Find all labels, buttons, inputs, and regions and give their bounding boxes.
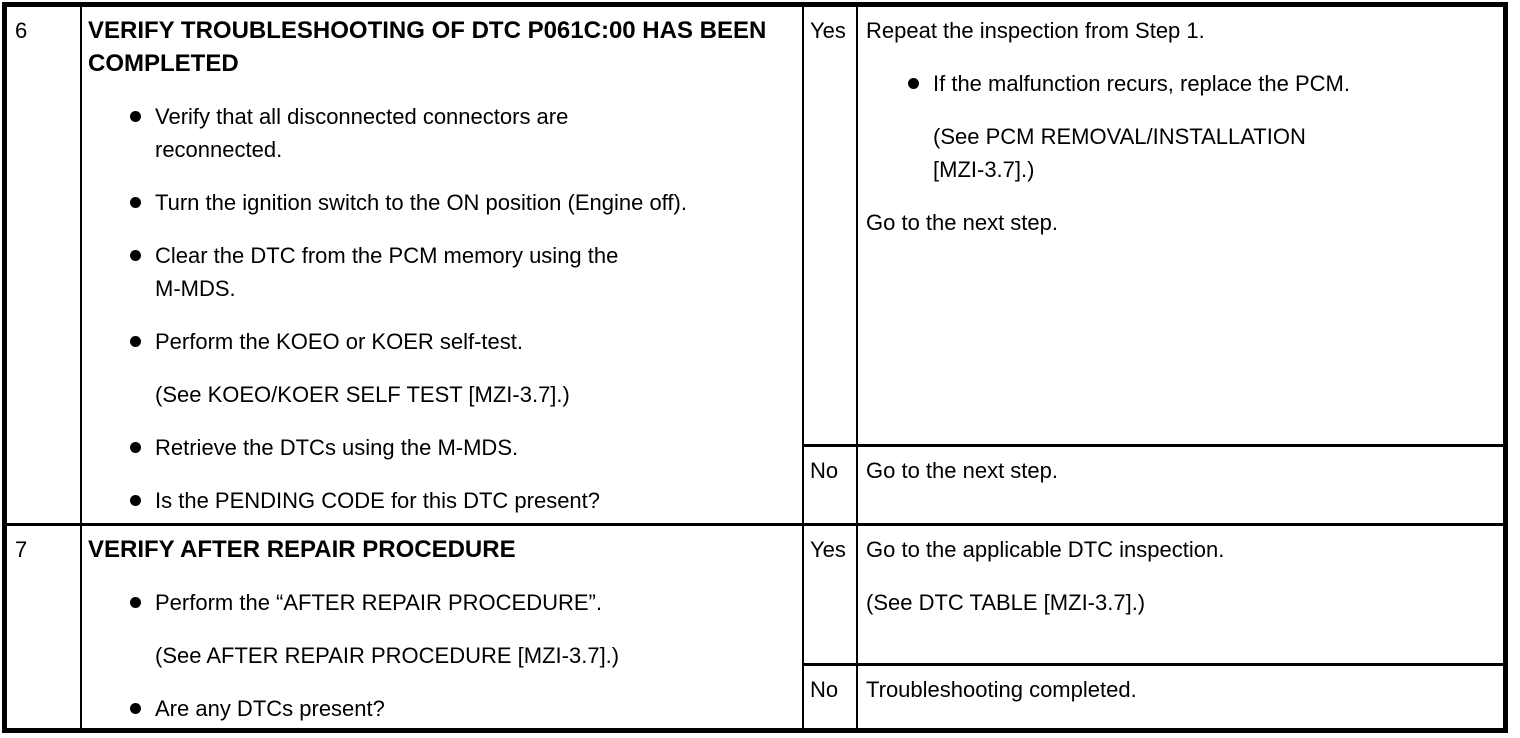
text-line: (See DTC TABLE [MZI-3.7].) <box>866 590 1146 615</box>
text-line: If the malfunction recurs, replace the P… <box>933 71 1350 96</box>
bullet-item: Retrieve the DTCs using the M-MDS. <box>88 431 796 464</box>
title-line: VERIFY AFTER REPAIR PROCEDURE <box>88 536 516 563</box>
inspection-cell: VERIFY AFTER REPAIR PROCEDURE Perform th… <box>82 526 804 728</box>
action-item: Go to the applicable DTC inspection. <box>866 533 1497 566</box>
step-number: 7 <box>7 526 82 728</box>
action-cell: Troubleshooting completed. <box>858 666 1503 728</box>
bullet-icon <box>130 197 141 208</box>
text-line: [MZI-3.7].) <box>933 157 1035 182</box>
text-line: Are any DTCs present? <box>155 696 385 721</box>
response-label: Yes <box>804 7 858 444</box>
title-line: COMPLETED <box>88 50 239 77</box>
action-item: Go to the next step. <box>866 454 1497 487</box>
action-cell: Go to the applicable DTC inspection. (Se… <box>858 526 1503 663</box>
reference-line: (See DTC TABLE [MZI-3.7].) <box>866 586 1497 619</box>
action-item: Repeat the inspection from Step 1. <box>866 14 1497 47</box>
bullet-icon <box>908 78 919 89</box>
text-line: Repeat the inspection from Step 1. <box>866 18 1205 43</box>
text-line: Verify that all disconnected connectors … <box>155 104 569 129</box>
inspection-title: VERIFY TROUBLESHOOTING OF DTC P061C:00 H… <box>88 14 796 80</box>
bullet-item: Perform the KOEO or KOER self-test. <box>88 325 796 358</box>
bullet-item: Verify that all disconnected connectors … <box>88 100 796 166</box>
text-line: Go to the next step. <box>866 210 1059 235</box>
action-item: Troubleshooting completed. <box>866 673 1497 706</box>
action-item: Go to the next step. <box>866 206 1497 239</box>
branch-yes: Yes Repeat the inspection from Step 1. I… <box>804 7 1503 444</box>
text-line: Troubleshooting completed. <box>866 677 1137 702</box>
bullet-item: If the malfunction recurs, replace the P… <box>866 67 1497 100</box>
text-line: Is the PENDING CODE for this DTC present… <box>155 488 601 513</box>
action-cell: Repeat the inspection from Step 1. If th… <box>858 7 1503 444</box>
bullet-icon <box>130 442 141 453</box>
result-branches: Yes Go to the applicable DTC inspection.… <box>804 526 1503 728</box>
text-line: Turn the ignition switch to the ON posit… <box>155 190 687 215</box>
bullet-item: Perform the “AFTER REPAIR PROCEDURE”. <box>88 586 796 619</box>
bullet-item: Turn the ignition switch to the ON posit… <box>88 186 796 219</box>
result-branches: Yes Repeat the inspection from Step 1. I… <box>804 7 1503 523</box>
text-line: Perform the KOEO or KOER self-test. <box>155 329 523 354</box>
text-line: Perform the “AFTER REPAIR PROCEDURE”. <box>155 590 602 615</box>
text-line: (See KOEO/KOER SELF TEST [MZI-3.7].) <box>155 382 570 407</box>
text-line: Go to the applicable DTC inspection. <box>866 537 1225 562</box>
bullet-icon <box>130 111 141 122</box>
text-line: (See PCM REMOVAL/INSTALLATION <box>933 124 1306 149</box>
response-label: No <box>804 666 858 728</box>
bullet-icon <box>130 495 141 506</box>
response-label: No <box>804 447 858 523</box>
action-cell: Go to the next step. <box>858 447 1503 523</box>
bullet-icon <box>130 250 141 261</box>
step-row-6: 6 VERIFY TROUBLESHOOTING OF DTC P061C:00… <box>7 7 1503 523</box>
bullet-item: Is the PENDING CODE for this DTC present… <box>88 484 796 517</box>
branch-yes: Yes Go to the applicable DTC inspection.… <box>804 526 1503 663</box>
inspection-title: VERIFY AFTER REPAIR PROCEDURE <box>88 533 796 566</box>
text-line: Retrieve the DTCs using the M-MDS. <box>155 435 519 460</box>
step-number: 6 <box>7 7 82 523</box>
bullet-icon <box>130 703 141 714</box>
reference-line: (See PCM REMOVAL/INSTALLATION [MZI-3.7].… <box>866 120 1497 186</box>
step-row-7: 7 VERIFY AFTER REPAIR PROCEDURE Perform … <box>7 523 1503 728</box>
title-line: VERIFY TROUBLESHOOTING OF DTC P061C:00 H… <box>88 17 767 44</box>
branch-no: No Go to the next step. <box>804 444 1503 523</box>
text-line: M-MDS. <box>155 276 236 301</box>
text-line: Go to the next step. <box>866 458 1059 483</box>
reference-line: (See AFTER REPAIR PROCEDURE [MZI-3.7].) <box>88 639 796 672</box>
text-line: Clear the DTC from the PCM memory using … <box>155 243 619 268</box>
bullet-item: Clear the DTC from the PCM memory using … <box>88 239 796 305</box>
bullet-icon <box>130 336 141 347</box>
branch-no: No Troubleshooting completed. <box>804 663 1503 728</box>
bullet-icon <box>130 597 141 608</box>
text-line: (See AFTER REPAIR PROCEDURE [MZI-3.7].) <box>155 643 620 668</box>
inspection-cell: VERIFY TROUBLESHOOTING OF DTC P061C:00 H… <box>82 7 804 523</box>
bullet-item: Are any DTCs present? <box>88 692 796 725</box>
reference-line: (See KOEO/KOER SELF TEST [MZI-3.7].) <box>88 378 796 411</box>
response-label: Yes <box>804 526 858 663</box>
text-line: reconnected. <box>155 137 283 162</box>
